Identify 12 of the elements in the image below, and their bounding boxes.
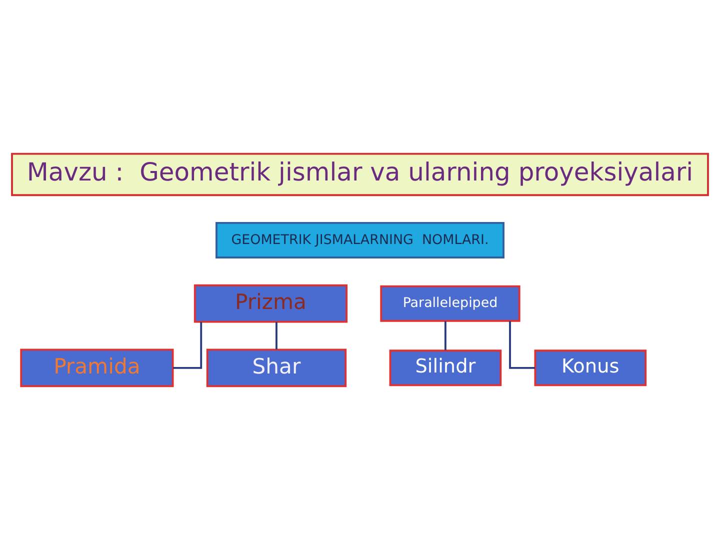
connector <box>444 321 446 350</box>
node-box: Prizma <box>194 284 348 323</box>
node-box: Mavzu : Geometrik jismlar va ularning proyeksiyalari <box>11 152 709 196</box>
connector <box>276 322 278 350</box>
node-box: Konus <box>534 350 647 386</box>
node-box: Silindr <box>389 350 502 386</box>
node-box: GEOMETRIK JISMALARNING NOMLARI. <box>216 222 504 258</box>
node-box: Pramida <box>20 348 174 388</box>
node-box: Shar <box>206 348 347 388</box>
connector <box>509 321 535 369</box>
node-box: Parallelepiped <box>380 285 520 322</box>
connector <box>172 322 202 369</box>
